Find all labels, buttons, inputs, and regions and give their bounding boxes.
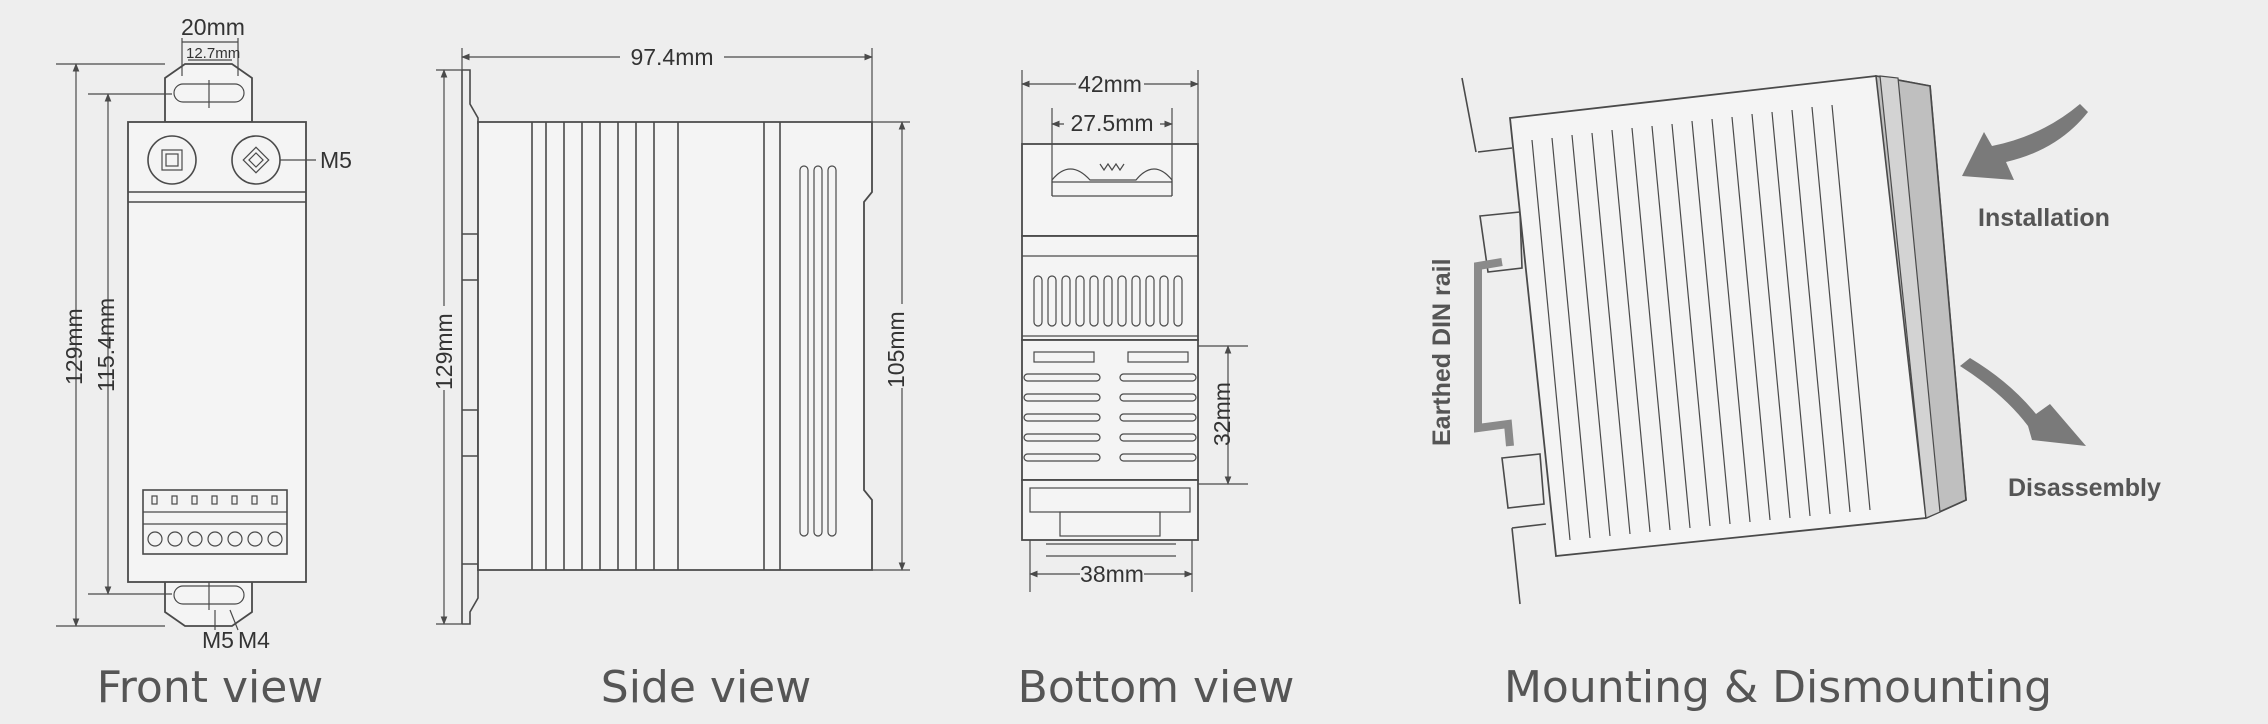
side-view-caption: Side view [601, 662, 811, 713]
side-body [477, 121, 873, 571]
front-screw-bottom-right-label: M4 [238, 627, 270, 653]
bottom-base-label: 38mm [1080, 561, 1144, 587]
mounting-caption: Mounting & Dismounting [1504, 662, 2052, 713]
disassembly-arrow [1960, 358, 2086, 446]
front-view-caption: Front view [97, 662, 324, 713]
front-width-label: 20mm [181, 14, 245, 40]
din-rail [1474, 258, 1514, 447]
side-vents [799, 165, 837, 537]
bottom-middle-block [1021, 235, 1199, 341]
front-hole-label: 12.7mm [186, 45, 240, 62]
front-terminal-block [142, 489, 288, 555]
din-rail-label: Earthed DIN rail [1428, 258, 1456, 446]
bottom-fin-label: 32mm [1209, 382, 1235, 446]
bottom-fins [1023, 351, 1197, 462]
front-terminals [147, 495, 283, 547]
front-screw-left [147, 135, 197, 185]
disassembly-label: Disassembly [2008, 474, 2161, 502]
mounting-fins [1531, 104, 1871, 541]
side-body-height-label: 105mm [883, 311, 909, 388]
bottom-width-label: 42mm [1078, 71, 1142, 97]
side-fins [531, 122, 781, 570]
bottom-heatsink [1021, 339, 1199, 481]
mounting-view: Earthed DIN rail Installation Disassembl… [1428, 75, 2161, 713]
installation-label: Installation [1978, 204, 2110, 232]
bottom-view-caption: Bottom view [1018, 662, 1295, 713]
side-depth-label: 97.4mm [630, 44, 713, 70]
front-height-label: 129mm [61, 308, 87, 385]
installation-arrow [1962, 104, 2088, 180]
bottom-slots [1033, 275, 1183, 327]
side-view: 97.4mm 129mm 105mm Side view [430, 42, 916, 713]
bottom-view: 42mm 27.5mm 32mm 38mm Bottom view [1018, 70, 1295, 713]
front-view: 20mm 12.7mm 129mm 115.4mm M5 M5 M4 Front… [56, 14, 352, 713]
side-height-label: 129mm [431, 313, 457, 390]
front-hole-spacing-label: 115.4mm [93, 298, 119, 392]
bottom-top-block [1021, 143, 1199, 237]
front-screw-bottom-left-label: M5 [202, 627, 234, 653]
front-body [127, 121, 307, 583]
bottom-inner-label: 27.5mm [1070, 110, 1153, 136]
front-screw-top-label: M5 [320, 147, 352, 173]
side-clip [461, 69, 479, 624]
bottom-base [1021, 479, 1199, 541]
